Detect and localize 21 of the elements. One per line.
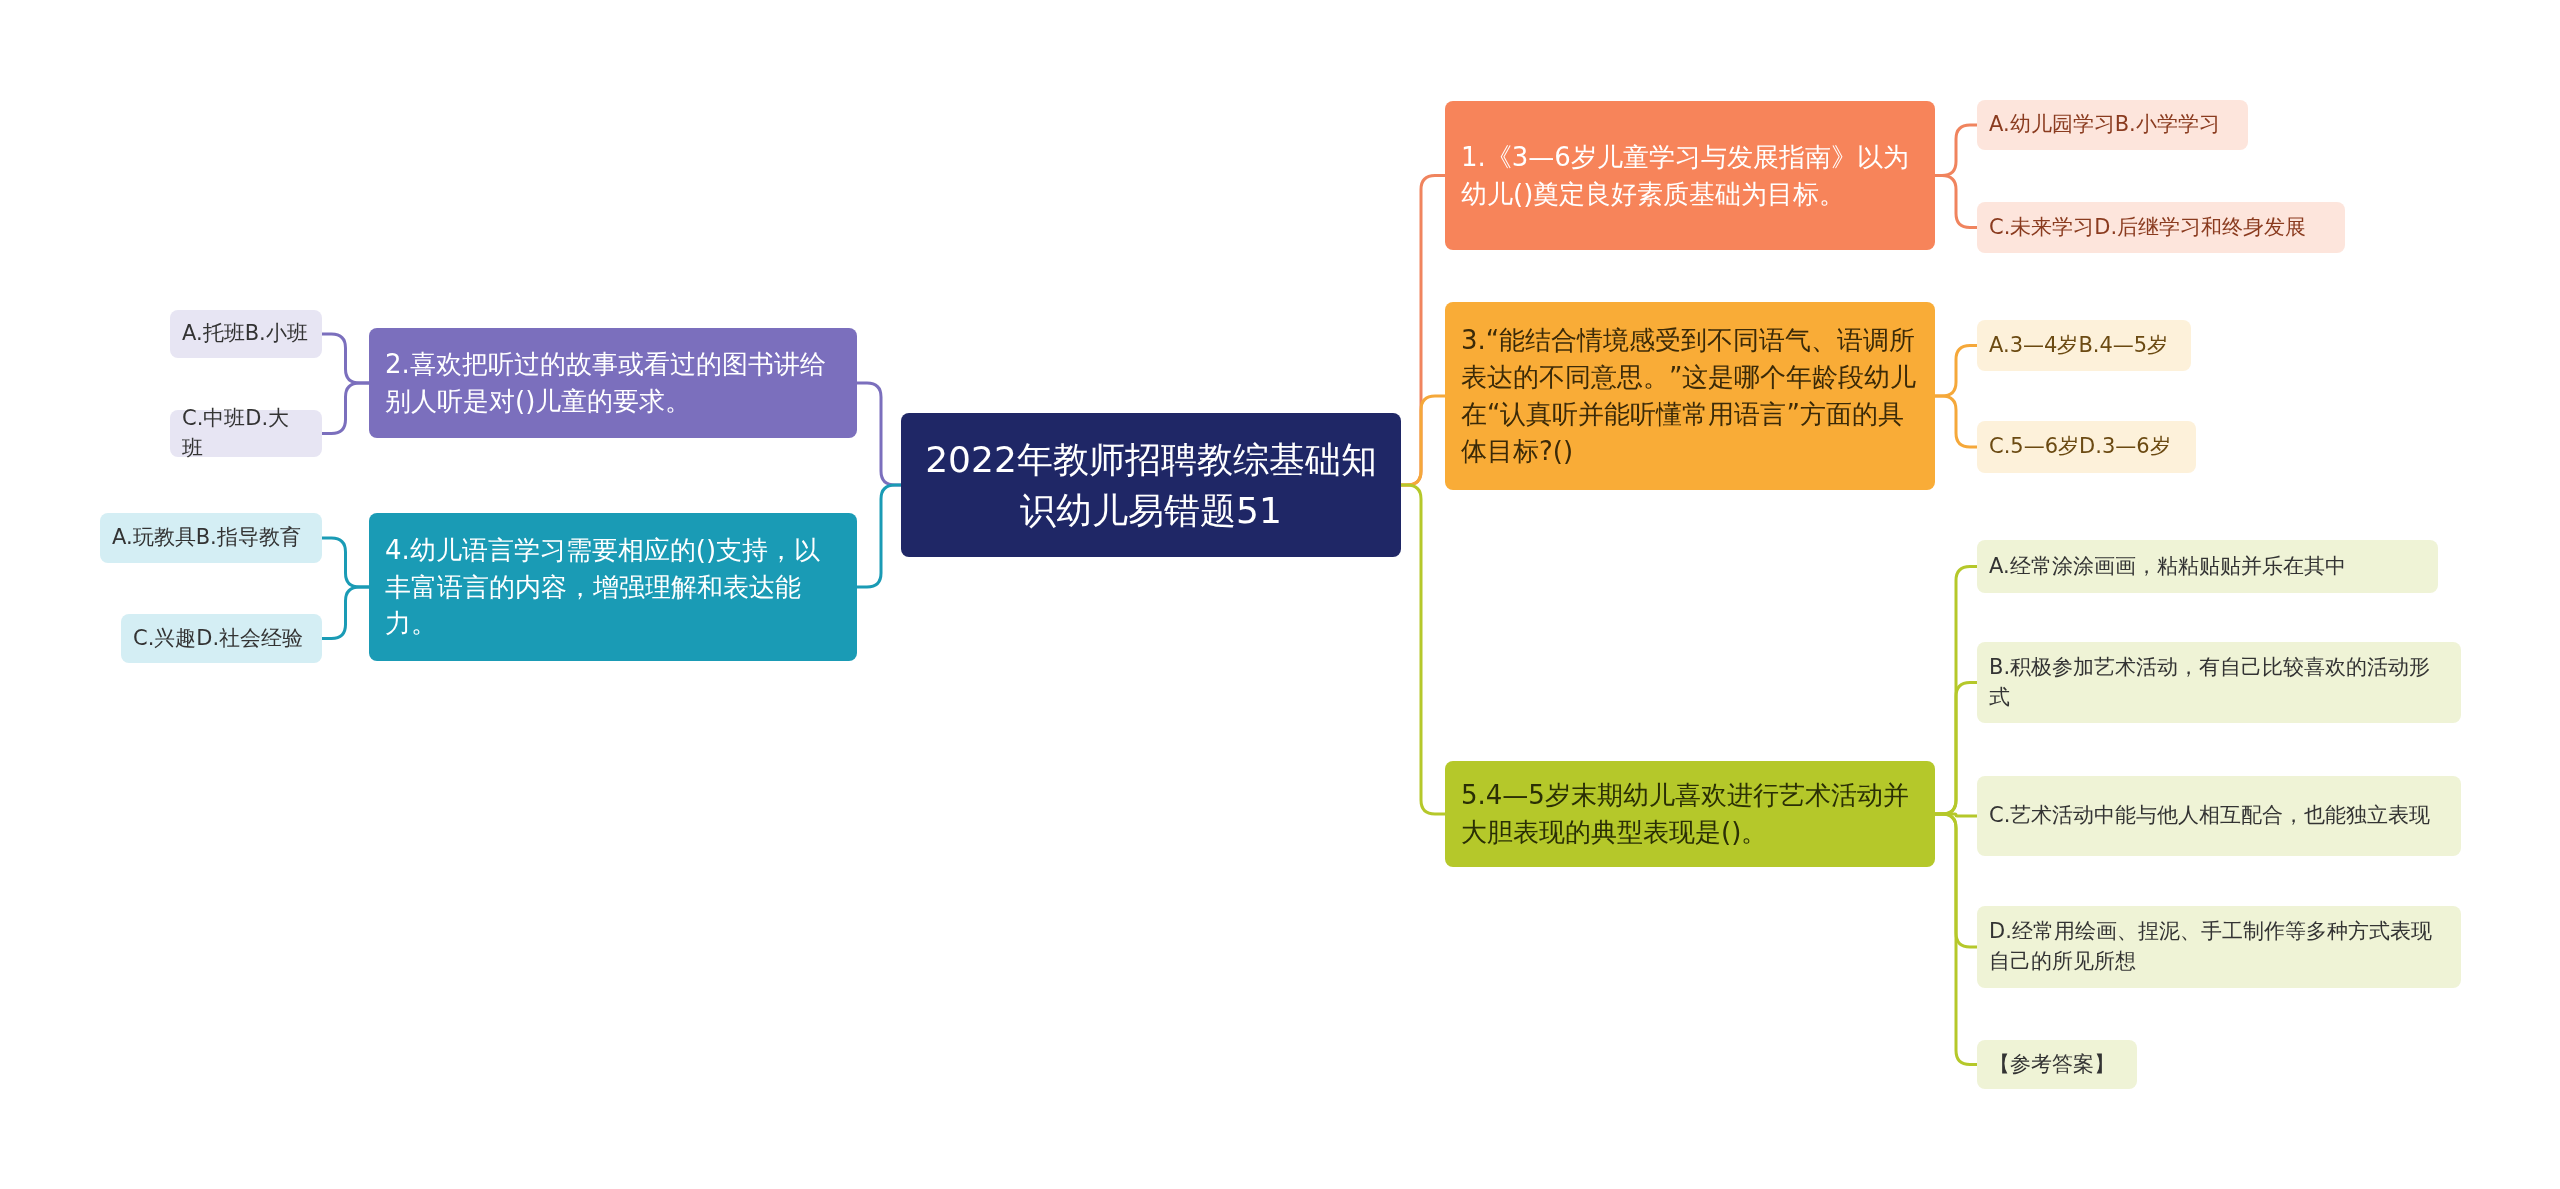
option-box: C.艺术活动中能与他人相互配合，也能独立表现 <box>1977 776 2461 856</box>
question-box: 1.《3—6岁儿童学习与发展指南》以为幼儿()奠定良好素质基础为目标。 <box>1445 101 1935 250</box>
connector-line <box>857 483 901 589</box>
option-box: A.玩教具B.指导教育 <box>100 513 322 563</box>
connector-line <box>1401 483 1445 816</box>
option-box: A.3—4岁B.4—5岁 <box>1977 320 2191 371</box>
option-box: C.5—6岁D.3—6岁 <box>1977 421 2196 473</box>
central-topic-box: 2022年教师招聘教综基础知识幼儿易错题51 <box>901 413 1401 557</box>
question-box: 5.4—5岁末期幼儿喜欢进行艺术活动并大胆表现的典型表现是()。 <box>1445 761 1935 867</box>
option-box: A.托班B.小班 <box>170 310 322 358</box>
option-box: A.幼儿园学习B.小学学习 <box>1977 100 2248 150</box>
option-box: B.积极参加艺术活动，有自己比较喜欢的活动形式 <box>1977 642 2461 723</box>
option-box: C.未来学习D.后继学习和终身发展 <box>1977 202 2345 253</box>
option-box: D.经常用绘画、捏泥、手工制作等多种方式表现自己的所见所想 <box>1977 906 2461 988</box>
question-box: 2.喜欢把听过的故事或看过的图书讲给别人听是对()儿童的要求。 <box>369 328 857 438</box>
question-box: 3.“能结合情境感受到不同语气、语调所表达的不同意思。”这是哪个年龄段幼儿在“认真听并能听懂常用语言”方面的具体目标?() <box>1445 302 1935 490</box>
question-box: 4.幼儿语言学习需要相应的()支持，以丰富语言的内容，增强理解和表达能力。 <box>369 513 857 661</box>
connector-line <box>1935 812 1977 1066</box>
option-box: A.经常涂涂画画，粘粘贴贴并乐在其中 <box>1977 540 2438 593</box>
option-box: 【参考答案】 <box>1977 1040 2137 1089</box>
option-box: C.兴趣D.社会经验 <box>121 614 322 663</box>
